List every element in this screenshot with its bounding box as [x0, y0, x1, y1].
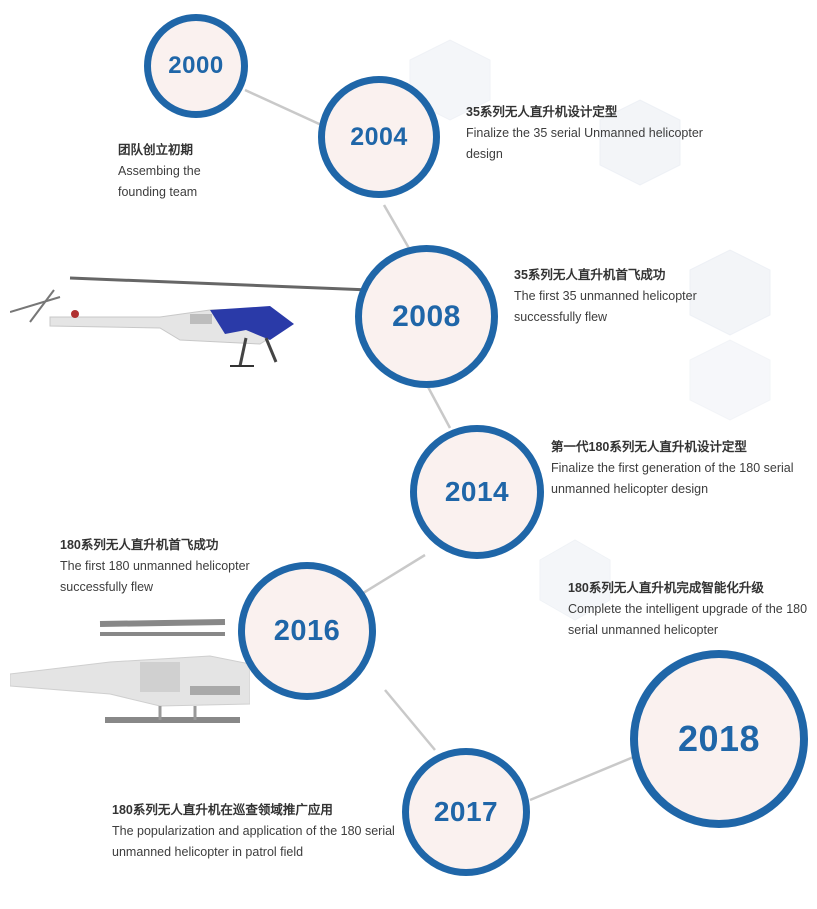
year-node-2014: 2014 — [410, 425, 544, 559]
year-label: 2000 — [168, 52, 224, 79]
milestone-note-2018: 180系列无人直升机完成智能化升级 Complete the intellige… — [568, 578, 808, 641]
milestone-description-en: The first 180 unmanned helicopter succes… — [60, 559, 250, 594]
connector-line — [382, 204, 412, 251]
connector-line — [359, 553, 426, 597]
year-node-2018: 2018 — [630, 650, 808, 828]
year-node-2000: 2000 — [144, 14, 248, 118]
year-node-2004: 2004 — [318, 76, 440, 198]
year-label: 2017 — [433, 796, 499, 827]
milestone-title-cn: 180系列无人直升机在巡查领域推广应用 — [112, 803, 333, 817]
milestone-description-en: Complete the intelligent upgrade of the … — [568, 602, 808, 637]
milestone-note-2014: 第一代180系列无人直升机设计定型 Finalize the first gen… — [551, 437, 801, 500]
year-node-2017: 2017 — [402, 748, 530, 876]
year-label: 2018 — [677, 718, 761, 759]
year-label: 2008 — [392, 299, 461, 333]
year-label: 2014 — [444, 476, 510, 507]
milestone-note-2000: 团队创立初期 Assembing the founding team — [118, 140, 248, 203]
milestone-title-cn: 35系列无人直升机设计定型 — [466, 105, 618, 119]
connector-line — [384, 689, 436, 751]
hexagon-decoration — [599, 99, 681, 186]
milestone-title-cn: 35系列无人直升机首飞成功 — [514, 268, 666, 282]
milestone-title-cn: 团队创立初期 — [118, 143, 194, 157]
milestone-note-2008: 35系列无人直升机首飞成功 The first 35 unmanned heli… — [514, 265, 764, 328]
milestone-description-en: The first 35 unmanned helicopter success… — [514, 289, 697, 324]
milestone-title-cn: 180系列无人直升机完成智能化升级 — [568, 581, 764, 595]
milestone-description-en: Assembing the founding team — [118, 164, 201, 199]
milestone-title-cn: 第一代180系列无人直升机设计定型 — [551, 440, 747, 454]
hexagon-decoration — [689, 339, 771, 421]
connector-line — [529, 754, 637, 802]
milestone-description-en: The popularization and application of th… — [112, 824, 395, 859]
connector-line — [244, 88, 329, 130]
year-node-2008: 2008 — [355, 245, 498, 388]
helicopter-180-illustration — [10, 619, 250, 723]
milestone-note-2004: 35系列无人直升机设计定型 Finalize the 35 serial Unm… — [466, 102, 706, 165]
milestone-description-en: Finalize the first generation of the 180… — [551, 461, 794, 496]
helicopter-35-illustration — [10, 276, 371, 367]
year-label: 2004 — [350, 122, 408, 151]
hexagon-decoration — [539, 539, 611, 621]
milestone-note-2017: 180系列无人直升机在巡查领域推广应用 The popularization a… — [112, 800, 402, 863]
year-label: 2016 — [273, 614, 341, 647]
milestone-title-cn: 180系列无人直升机首飞成功 — [60, 538, 219, 552]
milestone-description-en: Finalize the 35 serial Unmanned helicopt… — [466, 126, 703, 161]
hexagon-decoration — [689, 249, 771, 336]
milestone-note-2016: 180系列无人直升机首飞成功 The first 180 unmanned he… — [60, 535, 250, 598]
year-node-2016: 2016 — [238, 562, 376, 700]
